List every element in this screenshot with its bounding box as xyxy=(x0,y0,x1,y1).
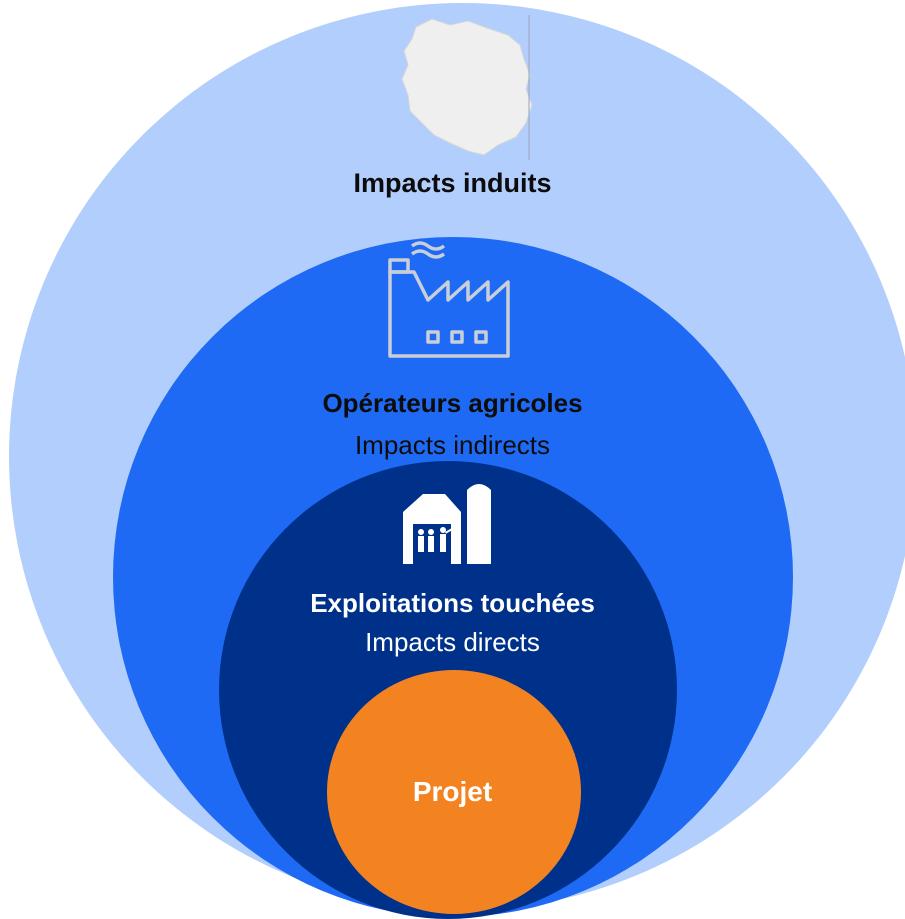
inner-ring-subtitle: Impacts directs xyxy=(365,627,540,657)
region-map-icon xyxy=(401,15,533,160)
middle-ring-title: Opérateurs agricoles xyxy=(322,388,583,418)
farm-barn-icon xyxy=(403,484,491,564)
core-title: Projet xyxy=(412,776,493,807)
middle-ring-subtitle: Impacts indirects xyxy=(354,430,551,460)
outer-ring-title: Impacts induits xyxy=(353,168,552,198)
core-circle-project xyxy=(327,670,581,914)
inner-ring-title: Exploitations touchées xyxy=(310,588,595,618)
factory-icon xyxy=(388,241,510,358)
